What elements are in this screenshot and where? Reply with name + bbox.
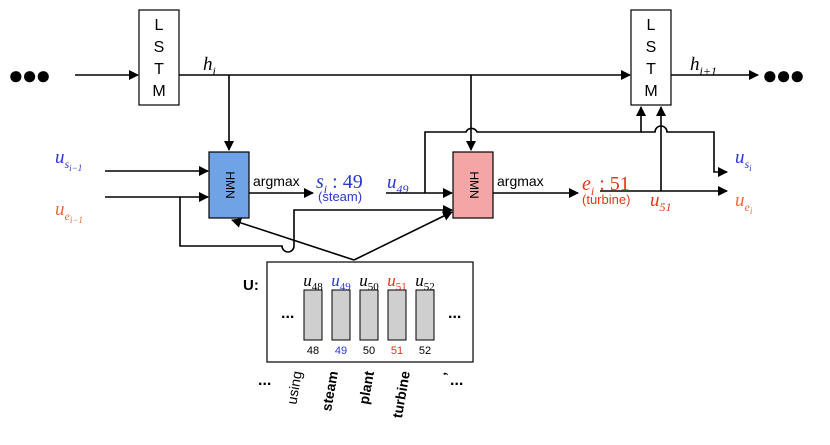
argmax-2-label: argmax (497, 173, 544, 189)
u-column-index: 48 (307, 345, 319, 357)
ue-prev-label: uei−1 (55, 199, 83, 225)
arrow-ue-prev-branch (179, 197, 453, 253)
hmn-start-box: HMN (208, 151, 250, 219)
u-column-header: u48 (303, 271, 323, 293)
words-ellipsis-right: ... (450, 372, 463, 389)
arrow-u49-to-lstm-right (424, 106, 646, 193)
start-result-word: (steam) (318, 189, 362, 204)
word-label: turbine (389, 370, 413, 420)
lstm-left-letter-s: S (154, 39, 165, 56)
u51-label: u51 (650, 190, 672, 214)
u-column-index: 50 (363, 345, 375, 357)
u-matrix-label: U: (243, 277, 259, 294)
u-column-index: 49 (335, 345, 347, 357)
h-i-label: hi (203, 54, 216, 78)
lstm-right-letter-m: M (644, 83, 657, 100)
u-matrix-ellipsis-right: ... (448, 305, 461, 322)
hmn-end-label: HMN (467, 171, 481, 198)
u-column-header: u49 (331, 271, 351, 293)
arrow-u-to-hmn-end (353, 211, 453, 261)
out-usi-label: usi (735, 147, 752, 173)
word-label: plant (355, 369, 377, 405)
lstm-right-box: L S T M (630, 9, 672, 106)
words-ellipsis-left: ... (258, 372, 271, 389)
out-uei-label: uei (735, 190, 753, 216)
u-column-header: u51 (387, 271, 407, 293)
arrow-u-to-hmn-start (231, 218, 355, 261)
word-label: steam (318, 370, 341, 413)
argmax-1-label: argmax (253, 173, 300, 189)
u-matrix-ellipsis-left: ... (281, 305, 294, 322)
h-next-label: hi+1 (690, 54, 717, 78)
u-column-bar (359, 289, 379, 341)
u-column-bar (415, 289, 435, 341)
hmn-end-box: HMN (452, 151, 494, 219)
us-prev-label: usi−1 (55, 147, 82, 173)
lstm-left-letter-m: M (152, 83, 165, 100)
lstm-right-letter-l: L (647, 17, 656, 34)
ellipsis-right: ●●● (762, 60, 803, 90)
u-column-bar (303, 289, 323, 341)
lstm-left-letter-l: L (155, 17, 164, 34)
word-label: , (433, 370, 449, 377)
u-column-index: 52 (419, 345, 431, 357)
lstm-left-letter-t: T (154, 61, 164, 78)
u-column-index: 51 (391, 345, 403, 357)
arrow-u49-to-out-usi (641, 125, 728, 177)
lstm-right-letter-s: S (646, 39, 657, 56)
u-column-header: u50 (359, 271, 379, 293)
u-column-header: u52 (415, 271, 435, 293)
u-matrix-columns: u48 48 u49 49 u50 50 u51 51 u52 52 (303, 271, 435, 357)
end-result-label: ei : 51 (582, 173, 630, 198)
hmn-start-label: HMN (223, 171, 237, 198)
u-column-bar (387, 289, 407, 341)
ellipsis-left: ●●● (8, 60, 49, 90)
start-result-label: si : 49 (316, 171, 363, 196)
end-result-word: (turbine) (582, 192, 630, 207)
word-label: using (283, 370, 305, 406)
u-column-bar (331, 289, 351, 341)
lstm-left-box: L S T M (138, 9, 180, 106)
lstm-right-letter-t: T (646, 61, 656, 78)
word-items: using steam plant turbine, (283, 369, 449, 419)
